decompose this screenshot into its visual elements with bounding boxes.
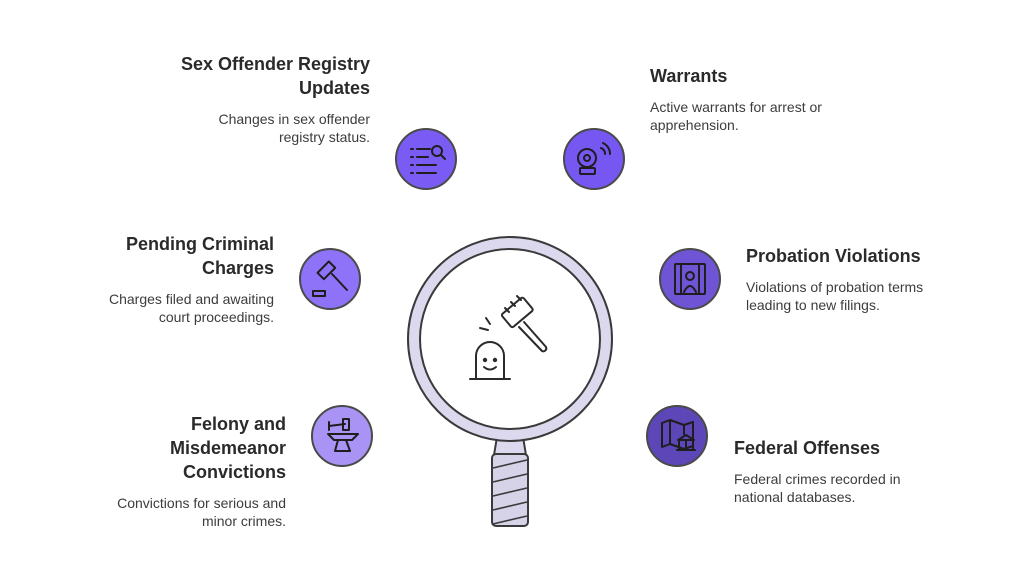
item-title: Sex Offender Registry Updates bbox=[180, 54, 370, 98]
item-description: Charges filed and awaiting court proceed… bbox=[109, 291, 274, 325]
item-description: Federal crimes recorded in national data… bbox=[734, 471, 901, 505]
gavel-icon bbox=[312, 260, 348, 297]
item-description: Changes in sex offender registry status. bbox=[218, 111, 370, 145]
federal-building-map-icon bbox=[661, 419, 696, 451]
item-title: Pending Criminal Charges bbox=[125, 234, 274, 278]
item-warrants: Warrants Active warrants for arrest or a… bbox=[650, 64, 870, 134]
icon-circle-registry bbox=[395, 128, 457, 190]
item-federal-offenses: Federal Offenses Federal crimes recorded… bbox=[734, 436, 934, 506]
item-felony-misdemeanor-convictions: Felony and Misdemeanor Convictions Convi… bbox=[90, 412, 286, 530]
item-title: Warrants bbox=[650, 66, 728, 86]
item-description: Active warrants for arrest or apprehensi… bbox=[650, 99, 822, 133]
item-pending-criminal-charges: Pending Criminal Charges Charges filed a… bbox=[80, 232, 274, 326]
item-title: Federal Offenses bbox=[734, 438, 881, 458]
item-description: Violations of probation terms leading to… bbox=[746, 279, 924, 313]
alarm-siren-icon bbox=[577, 142, 612, 175]
item-title: Felony and Misdemeanor Convictions bbox=[169, 414, 286, 482]
icon-circle-convictions bbox=[311, 405, 373, 467]
item-description: Convictions for serious and minor crimes… bbox=[117, 495, 286, 529]
item-sex-offender-registry: Sex Offender Registry Updates Changes in… bbox=[130, 52, 370, 146]
icon-circle-pending-charges bbox=[299, 248, 361, 310]
item-probation-violations: Probation Violations Violations of proba… bbox=[746, 244, 966, 314]
registry-search-icon bbox=[410, 145, 446, 174]
item-title: Probation Violations bbox=[746, 246, 921, 266]
judge-gavel-magnifier-icon bbox=[469, 295, 548, 380]
icon-circle-federal bbox=[646, 405, 708, 467]
magnifying-glass-icon bbox=[407, 236, 613, 527]
icon-circle-probation bbox=[659, 248, 721, 310]
icon-circle-warrants bbox=[563, 128, 625, 190]
prisoner-bars-icon bbox=[674, 263, 706, 295]
anvil-hammer-icon bbox=[327, 418, 359, 452]
